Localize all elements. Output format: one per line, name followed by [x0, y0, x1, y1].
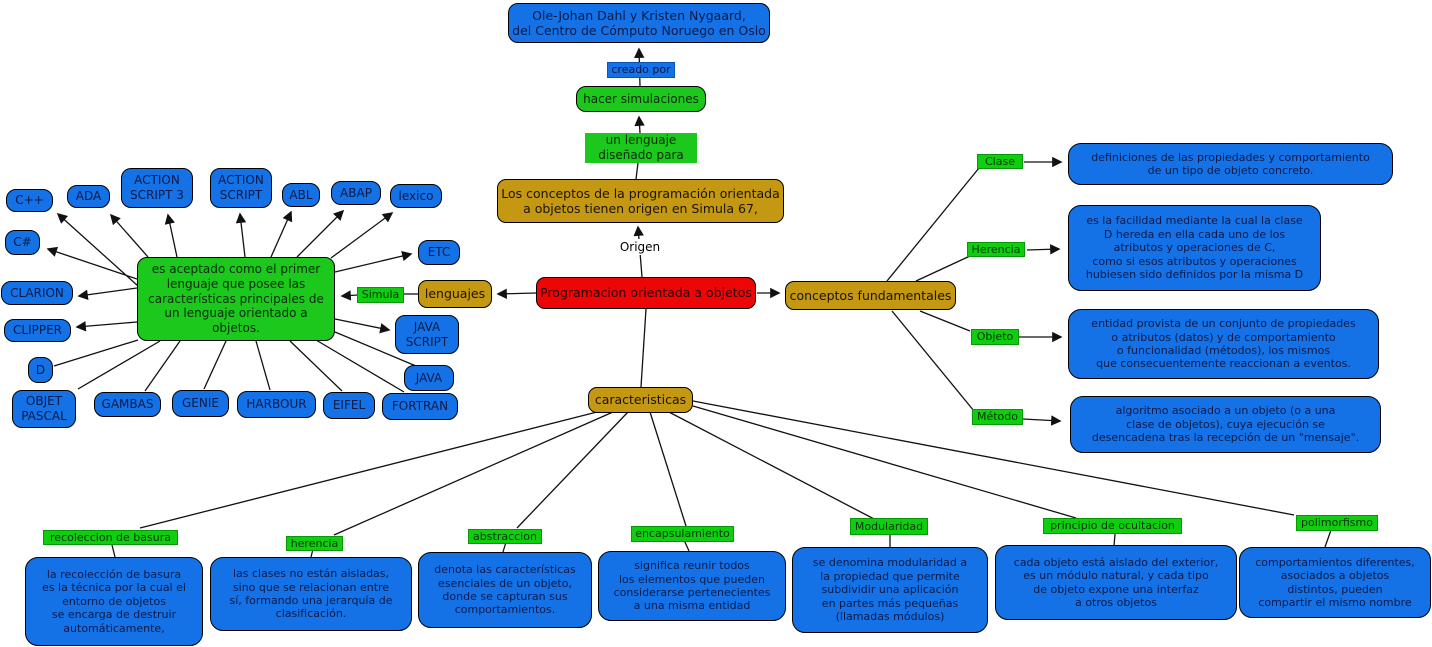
language-node-csharp[interactable]: C# — [5, 230, 40, 255]
feature-label-modularidad[interactable]: Modularidad — [850, 518, 928, 535]
connector-line — [692, 405, 1077, 519]
connector-line — [53, 339, 139, 367]
language-node-d[interactable]: D — [28, 357, 53, 383]
connector-line — [333, 411, 614, 536]
connector-line — [919, 310, 971, 332]
connector-line — [891, 310, 975, 412]
connector-line — [635, 162, 639, 180]
language-node-abl[interactable]: ABL — [282, 183, 320, 207]
language-node-lexico[interactable]: lexico — [390, 184, 442, 208]
feature-definition-abstraccion[interactable]: denota las características esenciales de… — [418, 552, 592, 628]
connector-line — [289, 340, 343, 392]
concept-definition-herencia[interactable]: es la facilidad mediante la cual la clas… — [1068, 205, 1321, 291]
connector-line — [649, 411, 687, 527]
feature-label-recoleccion-de-basura[interactable]: recoleccion de basura — [43, 530, 178, 545]
connector-line — [666, 410, 877, 521]
hacer-simulaciones-node[interactable]: hacer simulaciones — [576, 86, 706, 112]
language-node-genie[interactable]: GENIE — [172, 390, 229, 417]
connector-line — [77, 287, 138, 300]
feature-definition-encapsulamiento[interactable]: significa reunir todos los elementos que… — [598, 551, 786, 621]
feature-definition-herencia[interactable]: las clases no están aisladas, sino que s… — [210, 557, 412, 631]
language-node-java[interactable]: JAVA — [404, 365, 454, 391]
language-node-actionscript[interactable]: ACTION SCRIPT — [210, 168, 272, 208]
origen-link-label[interactable]: Origen — [610, 239, 670, 255]
connector-line — [886, 167, 980, 282]
connector-line — [340, 290, 359, 301]
connector-line — [1026, 244, 1061, 255]
connector-line — [75, 321, 138, 332]
connector-line — [334, 318, 391, 334]
connector-line — [334, 331, 417, 367]
connector-line — [235, 212, 247, 258]
caracteristicas-hub-node[interactable]: caracteristicas — [588, 387, 693, 413]
language-node-gambas[interactable]: GAMBAS — [94, 392, 161, 417]
connector-line — [270, 210, 293, 258]
connector-line — [144, 340, 181, 392]
lenguajes-hub-node[interactable]: lenguajes — [418, 280, 492, 308]
language-node-eifel[interactable]: EIFEL — [323, 392, 375, 419]
simula-link-label[interactable]: Simula — [357, 287, 404, 303]
connector-line — [77, 340, 161, 390]
language-node-harbour[interactable]: HARBOUR — [237, 391, 316, 418]
language-node-javascript[interactable]: JAVA SCRIPT — [395, 315, 459, 354]
connector-line — [634, 115, 645, 134]
connector-line — [255, 340, 271, 391]
connector-line — [315, 339, 405, 393]
concept-label-clase[interactable]: Clase — [977, 154, 1023, 169]
connector-line — [915, 255, 971, 282]
connector-line — [330, 212, 394, 259]
connector-line — [109, 213, 149, 258]
language-node-actionscript3[interactable]: ACTION SCRIPT 3 — [121, 168, 193, 208]
concept-label-objeto[interactable]: Objeto — [971, 329, 1019, 345]
first-language-note-node[interactable]: es aceptado como el primer lenguaje que … — [137, 257, 335, 341]
language-node-cpp[interactable]: C++ — [6, 189, 53, 212]
connector-line — [640, 308, 647, 388]
feature-label-herencia[interactable]: herencia — [286, 536, 343, 551]
language-node-clipper[interactable]: CLIPPER — [4, 319, 71, 342]
conceptos-fundamentales-hub-node[interactable]: conceptos fundamentales — [785, 281, 956, 310]
feature-label-abstraccion[interactable]: abstraccion — [468, 529, 542, 544]
creado-por-link-label[interactable]: creado por — [607, 62, 675, 78]
language-node-abap[interactable]: ABAP — [331, 181, 381, 205]
connector-line — [203, 340, 227, 390]
connector-line — [56, 212, 139, 287]
connector-line — [516, 411, 629, 529]
feature-label-principio-de-ocultacion[interactable]: principio de ocultacion — [1043, 518, 1182, 534]
language-node-ada[interactable]: ADA — [67, 185, 110, 208]
feature-definition-polimorfismo[interactable]: comportamientos diferentes, asociados a … — [1239, 547, 1431, 618]
creators-node[interactable]: Ole-Johan Dahl y Kristen Nygaard, del Ce… — [508, 3, 770, 43]
simula67-origin-node[interactable]: Los conceptos de la programación orienta… — [497, 179, 784, 223]
connector-line — [46, 246, 138, 280]
language-node-fortran[interactable]: FORTRAN — [382, 393, 458, 420]
connector-line — [334, 250, 413, 273]
feature-label-encapsulamiento[interactable]: encapsulamiento — [631, 526, 734, 542]
connector-line — [1022, 415, 1062, 426]
feature-definition-principio-de-ocultacion[interactable]: cada objeto está aislado del exterior, e… — [995, 545, 1237, 620]
concept-definition-clase[interactable]: definiciones de las propiedades y compor… — [1068, 143, 1393, 185]
language-node-clarion[interactable]: CLARION — [1, 281, 73, 305]
connector-line — [111, 544, 116, 558]
connector-line — [164, 213, 178, 258]
root-node-programacion-orientada-a-objetos[interactable]: Programacion orientada a objetos — [536, 277, 756, 309]
feature-label-polimorfismo[interactable]: polimorfismo — [1296, 515, 1378, 531]
language-node-etc[interactable]: ETC — [418, 240, 460, 265]
connector-line — [496, 288, 537, 299]
concept-definition-objeto[interactable]: entidad provista de un conjunto de propi… — [1068, 309, 1379, 379]
concept-label-herencia[interactable]: Herencia — [967, 242, 1025, 257]
connector-line — [692, 400, 1295, 516]
connector-line — [1113, 533, 1116, 547]
connector-line — [1324, 529, 1332, 548]
feature-definition-recoleccion-de-basura[interactable]: la recolección de basura es la técnica p… — [25, 557, 203, 646]
concept-definition-metodo[interactable]: algoritmo asociado a un objeto (o a una … — [1070, 396, 1381, 453]
concept-label-metodo[interactable]: Método — [972, 409, 1023, 425]
connector-line — [139, 411, 598, 529]
language-node-objet-pascal[interactable]: OBJET PASCAL — [12, 390, 76, 428]
feature-definition-modularidad[interactable]: se denomina modularidad a la propiedad q… — [792, 547, 988, 633]
connector-line — [296, 209, 345, 258]
un-lenguaje-link-label[interactable]: un lenguaje diseñado para — [585, 133, 697, 163]
